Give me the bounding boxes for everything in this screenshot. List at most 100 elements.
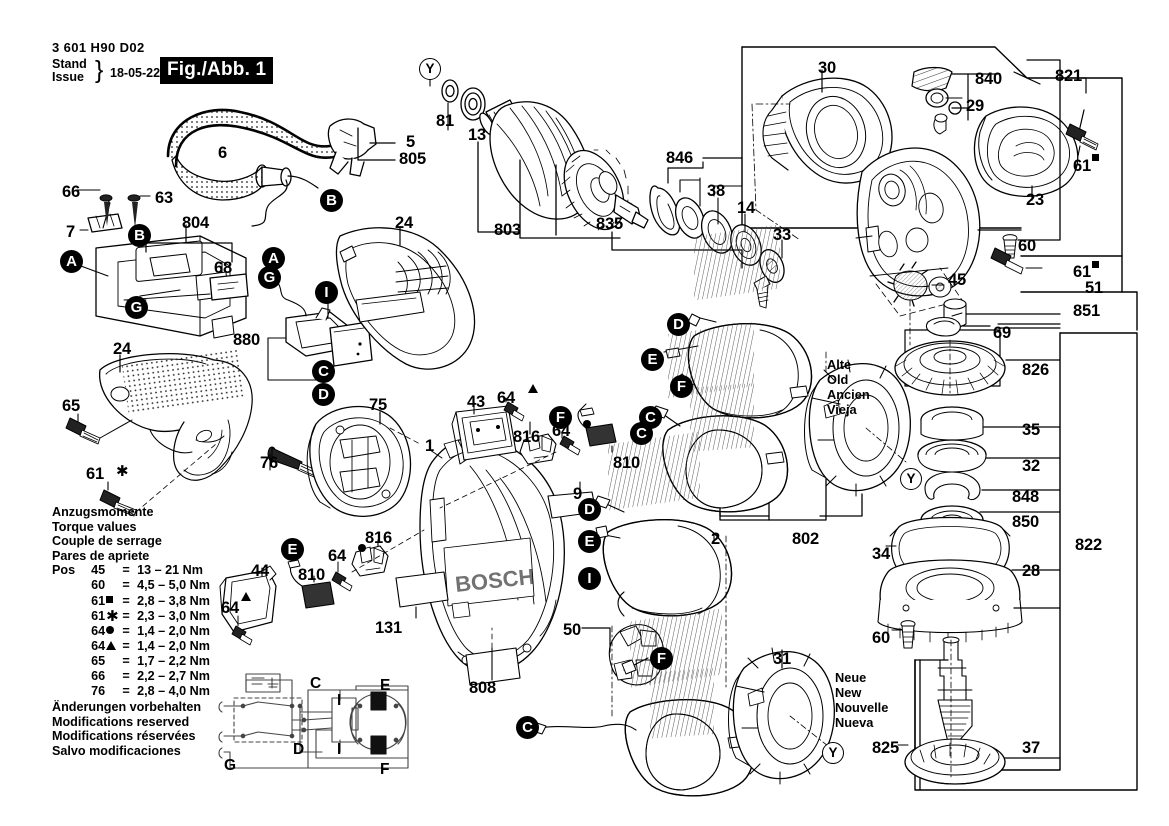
cover-23 bbox=[973, 106, 1079, 197]
stand-label: Stand bbox=[52, 57, 87, 71]
gear-housing bbox=[855, 147, 981, 297]
torque-symbol bbox=[106, 639, 119, 654]
part-68-plate bbox=[209, 273, 249, 301]
part-number-805: 805 bbox=[399, 150, 426, 168]
callout-bubble-e: E bbox=[578, 530, 601, 553]
callout-bubble-b: B bbox=[320, 189, 343, 212]
part-number-850: 850 bbox=[1012, 513, 1039, 531]
torque-pos-number: 64 bbox=[91, 623, 106, 638]
screw-61-top bbox=[1065, 123, 1099, 151]
screw-65 bbox=[65, 417, 101, 445]
wiring-label-e: E bbox=[380, 677, 391, 694]
torque-equals: = bbox=[122, 608, 130, 623]
callout-bubble-a: A bbox=[262, 247, 285, 270]
part-number-821: 821 bbox=[1055, 67, 1082, 85]
part-number-31: 31 bbox=[773, 650, 791, 668]
variant-new-es: Nueva bbox=[835, 715, 874, 730]
variant-new-fr: Nouvelle bbox=[835, 700, 889, 715]
field-coil-2 bbox=[602, 431, 733, 617]
bearing-32 bbox=[917, 439, 987, 473]
callout-bubble-g: G bbox=[125, 296, 148, 319]
part-number-825: 825 bbox=[872, 739, 899, 757]
symbol-square-61-top bbox=[1092, 150, 1099, 168]
torque-row: 61✱=2,3 – 3,0 Nm bbox=[52, 609, 210, 624]
torque-symbol bbox=[106, 594, 119, 609]
part-number-2: 2 bbox=[711, 530, 720, 548]
wiring-label-g: G bbox=[224, 757, 236, 774]
part-number-35: 35 bbox=[1022, 421, 1040, 439]
screw-66 bbox=[99, 194, 113, 229]
part-number-880: 880 bbox=[233, 331, 260, 349]
part-7-clamp bbox=[87, 213, 123, 233]
motor-housing-1: BOSCH bbox=[419, 436, 565, 673]
part-number-32: 32 bbox=[1022, 457, 1040, 475]
wiring-label-i: I bbox=[337, 692, 342, 709]
variant-old-de: Alte bbox=[827, 357, 852, 372]
modifications-fr: Modifications réservées bbox=[52, 729, 196, 744]
cover-30 bbox=[762, 77, 893, 184]
screw-63 bbox=[127, 194, 141, 228]
callout-bubble-d: D bbox=[667, 313, 690, 336]
torque-row: 76=2,8 – 4,0 Nm bbox=[52, 684, 210, 699]
torque-symbol bbox=[106, 624, 119, 639]
bearing-cover-75 bbox=[306, 405, 412, 517]
symbol-dot-64-d bbox=[358, 540, 366, 558]
modifications-de: Änderungen vorbehalten bbox=[52, 700, 202, 714]
flange-37 bbox=[904, 738, 1006, 785]
torque-title-en: Torque values bbox=[52, 519, 137, 534]
callout-bubble-c: C bbox=[630, 422, 653, 445]
variant-new-en: New bbox=[835, 685, 862, 700]
callout-bubble-g: G bbox=[258, 266, 281, 289]
part-number-822: 822 bbox=[1075, 536, 1102, 554]
torque-equals: = bbox=[122, 563, 130, 578]
callout-bubble-c: C bbox=[516, 716, 539, 739]
part-number-131: 131 bbox=[375, 619, 402, 637]
fan-835 bbox=[561, 149, 629, 231]
brush-810-b bbox=[287, 559, 335, 609]
callout-bubble-d: D bbox=[312, 383, 335, 406]
part-number-51: 51 bbox=[1085, 279, 1103, 297]
field-coil-31-new bbox=[624, 608, 755, 797]
torque-value: 4,5 – 5,0 Nm bbox=[137, 578, 210, 593]
torque-symbol bbox=[106, 684, 119, 699]
stand-issue-labels: Stand Issue bbox=[52, 58, 87, 84]
part-number-24: 24 bbox=[113, 340, 131, 358]
torque-pos-number: 45 bbox=[91, 563, 106, 578]
screw-64-a bbox=[503, 401, 525, 422]
torque-symbol bbox=[106, 669, 119, 684]
torque-value: 2,3 – 3,0 Nm bbox=[137, 608, 210, 623]
part-number-826: 826 bbox=[1022, 361, 1049, 379]
issue-date: 18-05-22 bbox=[110, 66, 161, 80]
torque-symbol bbox=[106, 563, 119, 578]
issue-label: Issue bbox=[52, 70, 84, 84]
part-number-816: 816 bbox=[513, 428, 540, 446]
part-number-44: 44 bbox=[251, 562, 269, 580]
screw-61-star bbox=[99, 489, 137, 517]
callout-bubble-e: E bbox=[281, 538, 304, 561]
part-number-803: 803 bbox=[494, 221, 521, 239]
torque-pos-number: 61 bbox=[91, 608, 106, 623]
part-number-61: 61 bbox=[1073, 263, 1091, 281]
callout-bubble-a: A bbox=[60, 250, 83, 273]
callout-bubble-d: D bbox=[578, 498, 601, 521]
part-number-13: 13 bbox=[468, 126, 486, 144]
variant-old-fr: Ancien bbox=[827, 387, 870, 402]
end-cap-802 bbox=[804, 359, 911, 497]
part-number-45: 45 bbox=[948, 271, 966, 289]
torque-equals: = bbox=[122, 623, 130, 638]
pinion-45 bbox=[887, 261, 929, 307]
switch-assembly-804 bbox=[95, 235, 247, 339]
modifications-en: Modifications reserved bbox=[52, 714, 190, 729]
callout-bubble-i: I bbox=[578, 567, 601, 590]
part-number-6: 6 bbox=[218, 144, 227, 162]
part-number-34: 34 bbox=[872, 545, 890, 563]
part-number-851: 851 bbox=[1073, 302, 1100, 320]
part-number-23: 23 bbox=[1026, 191, 1044, 209]
torque-symbol bbox=[106, 578, 119, 593]
variant-new-block: Neue New Nouvelle Nueva bbox=[835, 670, 888, 730]
torque-values-block: Anzugsmomente Torque values Couple de se… bbox=[52, 505, 210, 699]
part-number-33: 33 bbox=[773, 226, 791, 244]
symbol-triangle-64-c bbox=[241, 588, 251, 606]
